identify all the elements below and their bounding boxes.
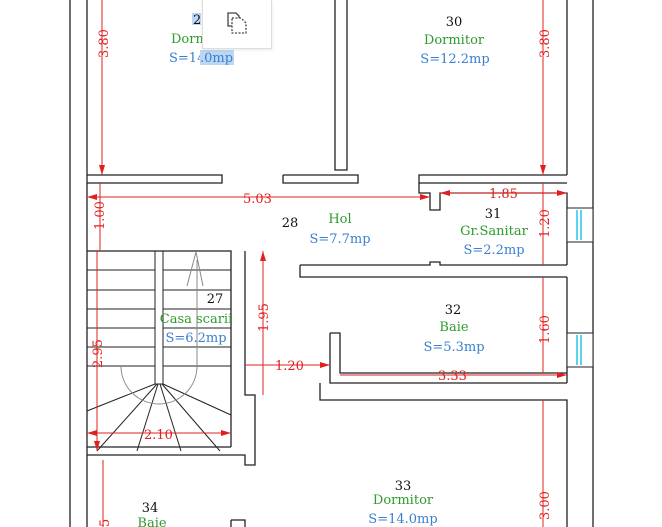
- room-name: Dormitor: [373, 493, 434, 508]
- room-area: S=14: [169, 51, 205, 66]
- dim-label: 5: [98, 519, 113, 527]
- room-29-label: 2 Dorm S=14 .0mp: [169, 13, 234, 66]
- dim-label: 3.00: [538, 491, 553, 520]
- copy-icon[interactable]: [203, 0, 271, 48]
- room-32-label: 32 Baie S=5.3mp: [423, 303, 484, 355]
- window-gr-sanitar: [566, 207, 594, 243]
- copy-popup: [202, 0, 272, 49]
- dim-label: 3.33: [438, 369, 467, 384]
- room-area: S=5.3mp: [423, 340, 484, 355]
- room-27-label: 27 Casa scarii S=6.2mp: [160, 292, 232, 346]
- dim-label: 1.00: [93, 201, 108, 230]
- window-baie: [566, 332, 594, 368]
- room-area: S=7.7mp: [309, 232, 370, 247]
- dim-label: 3.80: [97, 29, 112, 58]
- room-name: Dormitor: [424, 33, 485, 48]
- dimension-lines: [87, 0, 567, 527]
- dim-label: 1.95: [257, 303, 272, 332]
- room-34-label: 34 Baie: [137, 501, 166, 527]
- room-number: 34: [142, 501, 159, 516]
- dim-label: 1.60: [538, 315, 553, 344]
- dim-label: 3.80: [538, 29, 553, 58]
- room-number: 2: [193, 13, 201, 28]
- dim-label: 1.20: [538, 209, 553, 238]
- room-area: S=2.2mp: [463, 243, 524, 258]
- room-number: 30: [446, 15, 463, 30]
- room-number: 27: [207, 292, 224, 307]
- dim-label: 1.85: [489, 187, 518, 202]
- dim-label: 5.03: [243, 192, 272, 207]
- staircase-steps: [86, 250, 232, 452]
- room-area: S=14.0mp: [368, 512, 437, 527]
- room-area: S=12.2mp: [420, 52, 489, 67]
- dimension-labels: 3.80 3.80 5.03 1.00 1.85 1.20 1.95 2.95 …: [91, 29, 553, 527]
- dim-label: 2.10: [144, 428, 173, 443]
- room-area: S=6.2mp: [165, 331, 226, 346]
- dim-label: 1.20: [275, 359, 304, 374]
- selected-text[interactable]: .0mp: [200, 51, 233, 66]
- room-30-label: 30 Dormitor S=12.2mp: [420, 15, 489, 67]
- walls: [69, 0, 594, 527]
- room-number: 28: [282, 216, 299, 231]
- room-name: Casa scarii: [160, 312, 232, 327]
- room-name: Hol: [328, 212, 351, 227]
- room-number: 31: [485, 207, 502, 222]
- room-name: Gr.Sanitar: [460, 224, 528, 239]
- room-number: 33: [395, 479, 412, 494]
- room-name: Dorm: [171, 32, 208, 47]
- room-name: Baie: [439, 320, 468, 335]
- room-number: 32: [445, 303, 462, 318]
- room-33-label: 33 Dormitor S=14.0mp: [368, 479, 437, 527]
- room-name: Baie: [137, 516, 166, 527]
- room-28-label: 28 Hol S=7.7mp: [282, 212, 371, 247]
- room-31-label: 31 Gr.Sanitar S=2.2mp: [460, 207, 528, 258]
- dim-label: 2.95: [91, 339, 106, 368]
